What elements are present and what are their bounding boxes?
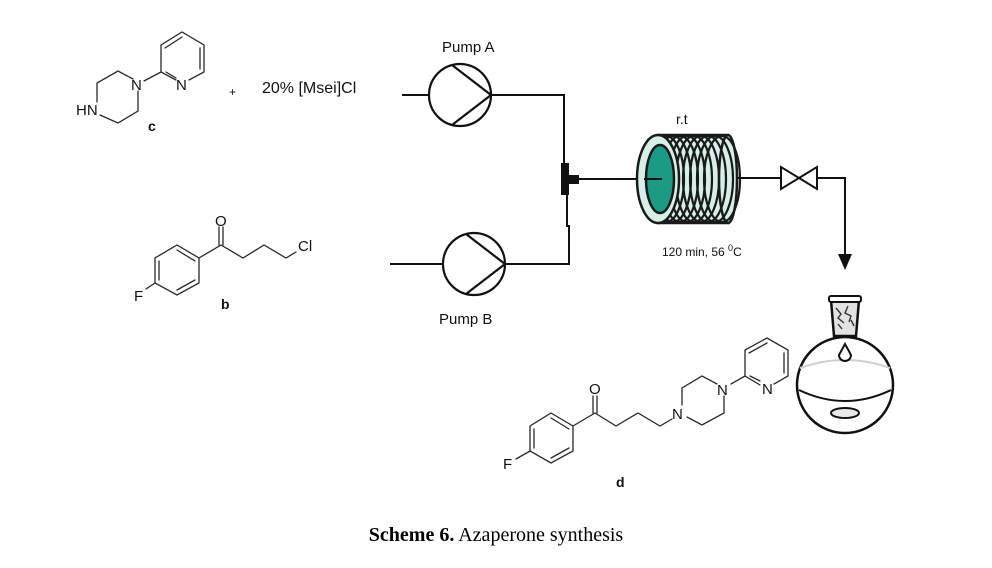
pyridine-double-bond [749,375,761,382]
coil-ring [681,134,721,224]
pyridine-double-bond [165,71,177,79]
pump-a-label: Pump A [442,39,495,56]
pyridine-double-bond [748,342,768,354]
compound-c: N N HN c [76,31,205,134]
reactor-temperature-label: r.t [676,111,688,127]
valve-to-flask-line [817,177,846,256]
aryl-n-bond [143,71,162,82]
atom-n: N [176,77,187,94]
atom-n: N [762,381,773,398]
round-bottom-flask-icon [795,295,895,435]
coil-ring [695,134,735,224]
atom-n: N [717,382,728,399]
compound-label-d: d [616,474,625,490]
figure-caption: Scheme 6. Azaperone synthesis [0,524,992,547]
degree-sign: 0 [728,243,733,253]
benzene-double-bond [176,279,196,291]
pump-b-outlet-line [505,192,570,265]
atom-o: O [589,381,601,398]
atom-hn: HN [76,102,98,119]
pyridine-ring-bonds [744,337,789,386]
benzene-double-bond [176,249,196,262]
compound-d: O N N N F d [503,337,789,490]
piperazine-ring-bonds [686,395,725,426]
pump-a-icon [427,62,493,128]
c-f-bond [515,450,531,460]
conditions-text: 120 min, 56 [662,245,728,259]
benzene-ring-bonds [529,412,574,464]
pyridine-double-bond [164,36,183,49]
catalyst-label: 20% [Msei]Cl [262,80,356,97]
conditions-unit: C [733,245,742,259]
piperazine-ring-bonds [681,375,718,406]
plus-sign: + [229,85,236,99]
valve-icon [780,165,818,191]
flow-setup: Pump A Pump B r.t [390,39,895,435]
atom-n: N [672,406,683,423]
compound-b: O Cl F b [134,213,312,312]
pump-b-label: Pump B [439,311,492,328]
butanone-chain [198,244,297,259]
aryl-n-bond [730,375,746,385]
coil-ring [688,134,728,224]
c-f-bond [145,282,156,290]
benzene-double-bond [550,447,570,459]
atom-f: F [134,288,143,305]
reaction-conditions: 120 min, 56 0C [662,243,742,259]
pump-a-outlet-line [491,94,565,165]
compound-label-c: c [148,118,156,134]
atom-f: F [503,456,512,473]
caption-label: Scheme 6. [368,524,455,546]
benzene-ring-bonds [154,244,200,296]
butanone-chain [572,412,673,427]
atom-o: O [215,213,227,230]
benzene-double-bond [550,417,570,430]
pump-b-icon [441,231,507,297]
caption-text: Azaperone synthesis [454,524,624,546]
piperazine-ring-bonds [99,90,139,124]
atom-cl: Cl [298,238,312,255]
t-mixer-icon [561,163,579,195]
flow-arrow-icon [838,254,852,270]
piperazine-ring-bonds [96,70,134,103]
atom-n: N [131,77,142,94]
compound-label-b: b [221,296,230,312]
coil-reactor-icon [635,133,742,225]
